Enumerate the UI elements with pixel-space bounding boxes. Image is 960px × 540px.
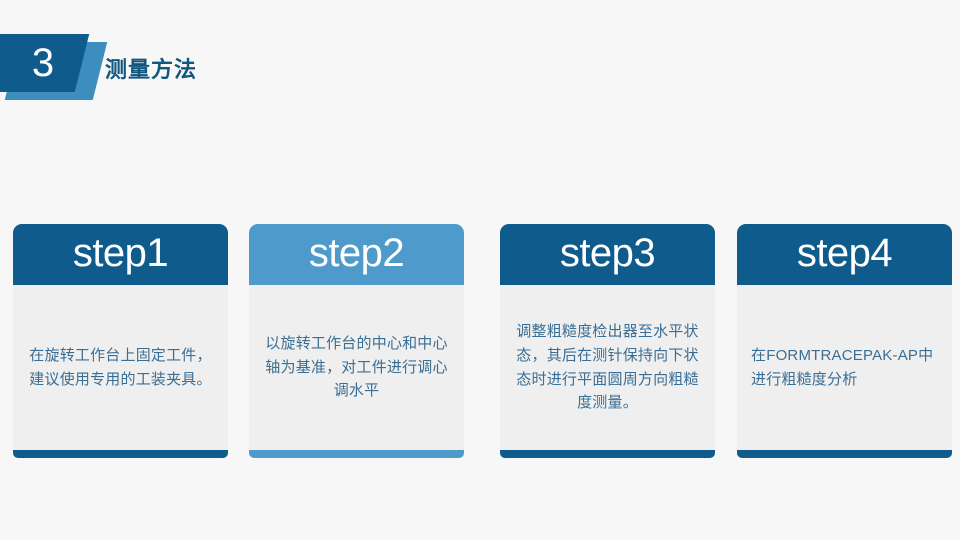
slide-header: 3 测量方法 [0,0,960,130]
step-card-1-header: step1 [13,224,228,285]
step-card-2-body: 以旋转工作台的中心和中心轴为基准，对工件进行调心调水平 [249,285,464,450]
step-card-2-header: step2 [249,224,464,285]
step-card-2-footer-bar [249,450,464,458]
step-card-2-text: 以旋转工作台的中心和中心轴为基准，对工件进行调心调水平 [265,334,448,400]
page-title: 测量方法 [105,57,198,82]
badge-number-label: 3 [31,41,55,85]
step-card-3-footer-bar [500,450,715,458]
step-card-1-footer-bar [13,450,228,458]
section-number-badge: 3 [0,28,115,108]
step-card-1[interactable]: step1 在旋转工作台上固定工件，建议使用专用的工装夹具。 [13,224,228,458]
step-card-3-body: 调整粗糙度检出器至水平状态，其后在测针保持向下状态时进行平面圆周方向粗糙度测量。 [500,285,715,450]
step-card-4[interactable]: step4 在FORMTRACEPAK-AP中进行粗糙度分析 [737,224,952,458]
step-card-1-text: 在旋转工作台上固定工件，建议使用专用的工装夹具。 [29,346,212,388]
step-card-4-body: 在FORMTRACEPAK-AP中进行粗糙度分析 [737,285,952,450]
step-card-3-text: 调整粗糙度检出器至水平状态，其后在测针保持向下状态时进行平面圆周方向粗糙度测量。 [516,323,699,412]
step-card-4-text: 在FORMTRACEPAK-AP中进行粗糙度分析 [751,346,934,388]
step-card-4-header: step4 [737,224,952,285]
step-card-3[interactable]: step3 调整粗糙度检出器至水平状态，其后在测针保持向下状态时进行平面圆周方向… [500,224,715,458]
step-card-3-header: step3 [500,224,715,285]
step-card-1-body: 在旋转工作台上固定工件，建议使用专用的工装夹具。 [13,285,228,450]
step-card-4-footer-bar [737,450,952,458]
step-card-2[interactable]: step2 以旋转工作台的中心和中心轴为基准，对工件进行调心调水平 [249,224,464,458]
steps-container: step1 在旋转工作台上固定工件，建议使用专用的工装夹具。 step2 以旋转… [0,224,960,464]
